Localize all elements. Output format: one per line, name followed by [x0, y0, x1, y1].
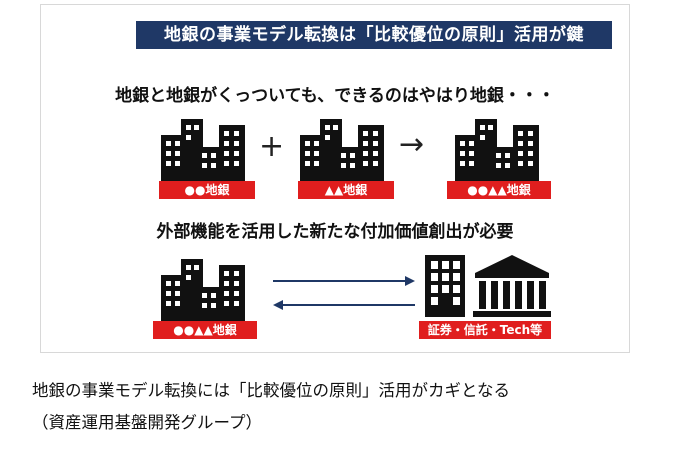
buildings-icon	[161, 259, 245, 321]
caption-line-1: 地銀の事業モデル転換には「比較優位の原則」活用がカギとなる	[32, 381, 511, 400]
arrow-right-icon: →	[399, 127, 425, 162]
bidirectional-arrows-icon	[273, 276, 415, 310]
office-and-bank-icon	[425, 255, 551, 317]
partners-group: 証券・信託・Tech等	[419, 253, 551, 339]
headline-merger: 地銀と地銀がくっついても、できるのはやはり地銀・・・	[115, 86, 555, 106]
bank-a-label: ●●地銀	[159, 181, 255, 199]
bank-a-group: ●●地銀	[159, 113, 259, 199]
buildings-icon	[300, 119, 384, 181]
buildings-icon	[455, 119, 539, 181]
figure-caption: 地銀の事業モデル転換には「比較優位の原則」活用がカギとなる （資産運用基盤開発グ…	[32, 375, 510, 439]
bank-row2-group: ●●▲▲地銀	[153, 253, 259, 339]
plus-symbol: +	[259, 129, 285, 164]
buildings-icon	[161, 119, 245, 181]
partners-label: 証券・信託・Tech等	[419, 321, 551, 339]
bank-row2-label: ●●▲▲地銀	[153, 321, 257, 339]
bank-b-label: ▲▲地銀	[298, 181, 394, 199]
merged-bank-group: ●●▲▲地銀	[447, 113, 553, 199]
diagram-frame: 地銀の事業モデル転換は「比較優位の原則」活用が鍵 地銀と地銀がくっついても、でき…	[40, 4, 630, 353]
diagram-title: 地銀の事業モデル転換は「比較優位の原則」活用が鍵	[136, 21, 612, 49]
merged-bank-label: ●●▲▲地銀	[447, 181, 551, 199]
caption-line-2: （資産運用基盤開発グループ）	[32, 413, 263, 432]
headline-external: 外部機能を活用した新たな付加価値創出が必要	[156, 222, 514, 242]
bank-b-group: ▲▲地銀	[298, 113, 398, 199]
